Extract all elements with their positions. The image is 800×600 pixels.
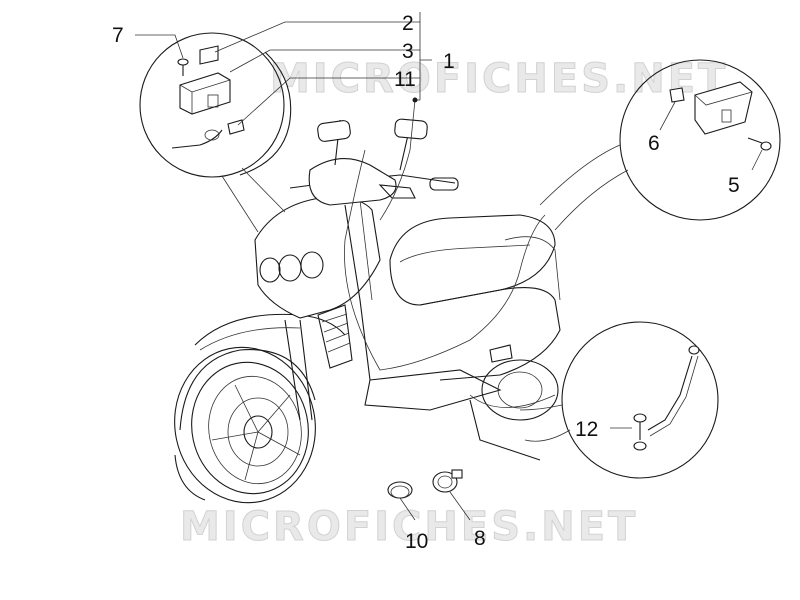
clip-part	[669, 87, 685, 103]
callout-8: 8	[474, 527, 486, 550]
callout-11: 11	[394, 68, 416, 91]
battery-box-part	[694, 81, 753, 135]
callout-6: 6	[648, 132, 660, 155]
callout-3: 3	[402, 40, 414, 63]
watermark-bottom: MICROFICHES.NET	[180, 504, 638, 550]
bolt-part	[747, 137, 772, 151]
clamp-part-8	[432, 469, 471, 521]
detail-circle-bottom-right	[519, 321, 719, 479]
leader-lines-top-left	[135, 12, 432, 126]
callout-2: 2	[402, 12, 414, 35]
scooter-illustration	[174, 99, 561, 504]
control-unit-part	[179, 72, 231, 115]
bracket-part	[199, 45, 219, 65]
front-wheel	[174, 346, 316, 504]
callout-1: 1	[443, 50, 455, 73]
callout-7: 7	[112, 24, 124, 47]
callout-5: 5	[728, 174, 740, 197]
detail-circle-top-left	[139, 32, 292, 233]
clamp-part-10	[387, 481, 416, 521]
ground-bolt-part	[633, 413, 647, 451]
screw-part	[177, 58, 189, 76]
callout-10: 10	[405, 530, 428, 553]
ground-cable-part	[647, 345, 700, 437]
watermark-top: MICROFICHES.NET	[270, 56, 728, 102]
callout-12: 12	[575, 418, 598, 441]
detail-circle-top-right	[539, 59, 781, 231]
